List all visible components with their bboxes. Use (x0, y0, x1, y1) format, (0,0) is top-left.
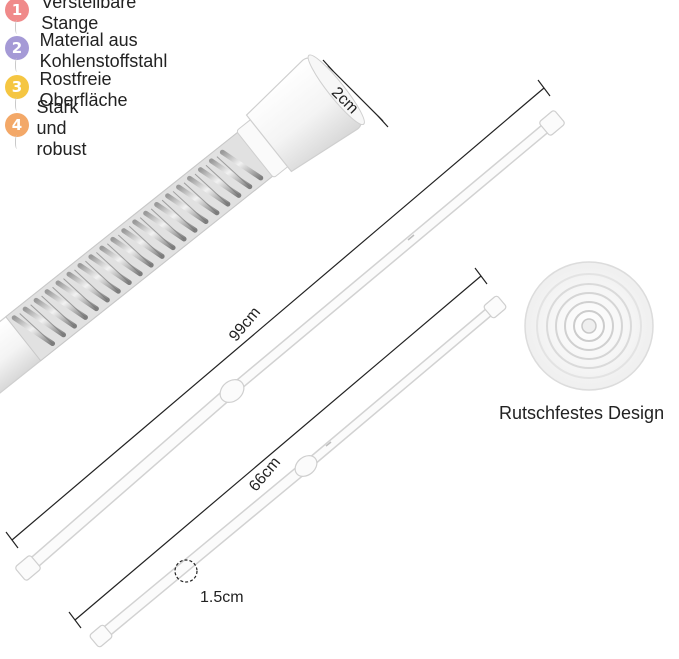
cap-dimension-line (322, 59, 389, 128)
number-3-icon: 3 (4, 75, 29, 113)
short-rod-dimension-line (68, 267, 488, 629)
balloon: 4 (5, 113, 29, 137)
non-slip-pad (524, 261, 654, 391)
feature-label: Rostfreie Oberfläche (39, 69, 128, 110)
spring-coil (11, 149, 264, 347)
number-2-icon: 2 (4, 36, 29, 74)
rod-diameter-label: 1.5cm (200, 589, 244, 606)
diameter-marker (174, 559, 198, 583)
feature-label: Material aus Kohlenstoffstahl (39, 30, 168, 71)
feature-item: 4 Stark und robust (4, 97, 100, 159)
feature-label: Stark und robust (36, 96, 87, 159)
number-1-icon: 1 (4, 0, 29, 36)
feature-item: 2 Material aus Kohlenstoffstahl (4, 30, 178, 72)
non-slip-caption: Rutschfestes Design (499, 403, 665, 423)
long-rod-dimension-line (5, 79, 551, 549)
balloon: 1 (5, 0, 29, 22)
long-tension-rod (15, 110, 565, 581)
balloon: 3 (5, 75, 29, 99)
rod-closeup (0, 54, 365, 449)
balloon: 2 (5, 36, 29, 60)
feature-item: 1 Verstellbare Stange (4, 0, 145, 34)
feature-item: 3 Rostfreie Oberfläche (4, 69, 138, 111)
number-4-icon: 4 (4, 113, 29, 151)
feature-label: Verstellbare Stange (41, 0, 137, 33)
short-tension-rod (89, 295, 507, 648)
